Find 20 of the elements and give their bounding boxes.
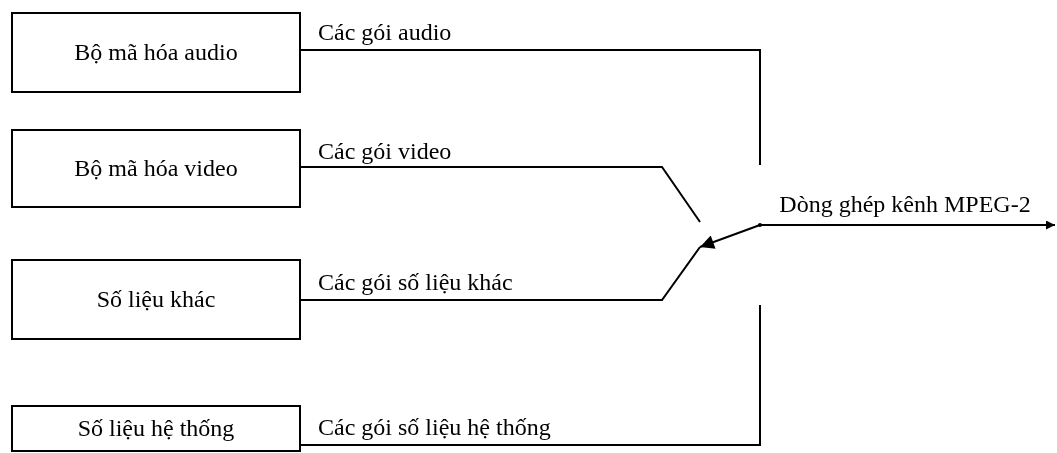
box-label: Bộ mã hóa video xyxy=(74,155,238,182)
switch-pivot xyxy=(758,223,762,227)
connector-line xyxy=(300,304,761,446)
edge-label: Các gói audio xyxy=(318,18,452,46)
box-label: Bộ mã hóa audio xyxy=(74,39,238,66)
process-box xyxy=(11,259,301,340)
edge-label: Dòng ghép kênh MPEG-2 xyxy=(778,190,1032,219)
edge-label: Các gói video xyxy=(318,137,452,165)
process-box xyxy=(11,129,301,208)
connector-line xyxy=(300,246,701,301)
edge-label: Các gói số liệu khác xyxy=(318,268,513,296)
box-label: Số liệu hệ thống xyxy=(77,415,235,442)
process-box xyxy=(11,12,301,93)
box-label: Số liệu khác xyxy=(96,286,216,313)
connector-line xyxy=(300,166,701,223)
connector-line xyxy=(300,49,761,166)
edge-label: Các gói số liệu hệ thống xyxy=(318,413,551,441)
arrow xyxy=(759,220,1056,230)
arrow xyxy=(699,224,761,249)
process-box xyxy=(11,405,301,452)
